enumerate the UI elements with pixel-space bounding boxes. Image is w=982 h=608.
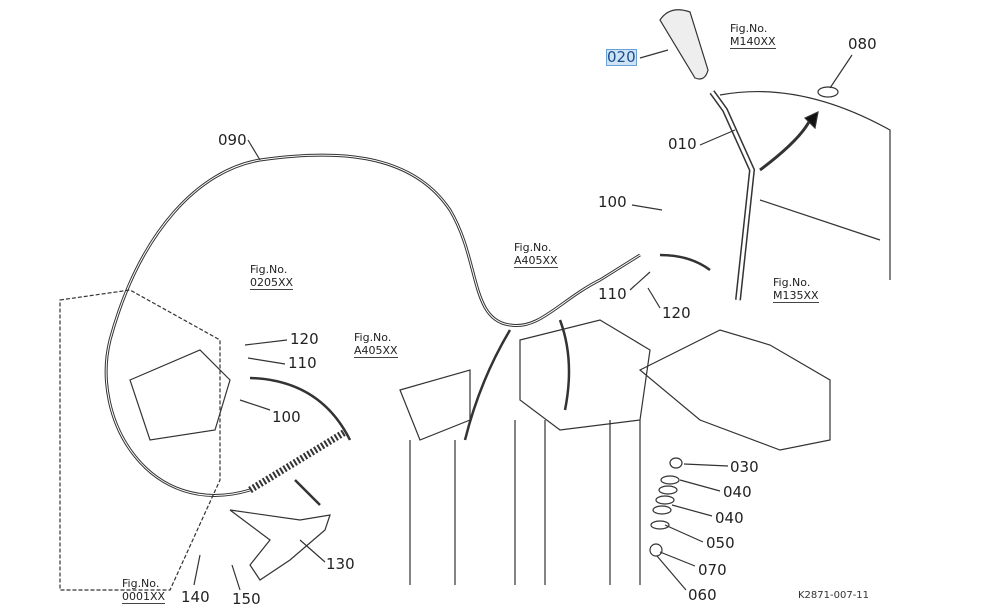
figure-ref-label: Fig.No. (730, 22, 768, 35)
callout-150[interactable]: 150 (232, 590, 261, 608)
figure-ref-0001xx[interactable]: Fig.No. 0001XX (122, 577, 166, 604)
engine-block (59, 289, 221, 591)
callout-010[interactable]: 010 (668, 135, 697, 153)
callout-020[interactable]: 020 (606, 48, 637, 66)
figure-ref-label: Fig.No. (514, 241, 552, 254)
callout-120[interactable]: 120 (662, 304, 691, 322)
callout-120[interactable]: 120 (290, 330, 319, 348)
callout-060[interactable]: 060 (688, 586, 717, 604)
figure-ref-number: A405XX (514, 254, 558, 268)
figure-ref-number: 0205XX (250, 276, 294, 290)
figure-ref-number: M135XX (773, 289, 819, 303)
callout-030[interactable]: 030 (730, 458, 759, 476)
callout-130[interactable]: 130 (326, 555, 355, 573)
figure-ref-number: A405XX (354, 344, 398, 358)
callout-050[interactable]: 050 (706, 534, 735, 552)
figure-ref-label: Fig.No. (122, 577, 160, 590)
figure-ref-m135xx[interactable]: Fig.No. M135XX (773, 276, 819, 303)
figure-ref-label: Fig.No. (250, 263, 288, 276)
callout-040[interactable]: 040 (723, 483, 752, 501)
callout-070[interactable]: 070 (698, 561, 727, 579)
callout-110[interactable]: 110 (288, 354, 317, 372)
figure-ref-a405xx[interactable]: Fig.No. A405XX (354, 331, 398, 358)
callout-140[interactable]: 140 (181, 588, 210, 606)
callout-080[interactable]: 080 (848, 35, 877, 53)
figure-ref-label: Fig.No. (773, 276, 811, 289)
callout-110[interactable]: 110 (598, 285, 627, 303)
cable-spring (248, 429, 347, 493)
figure-ref-a405xx[interactable]: Fig.No. A405XX (514, 241, 558, 268)
washer-080 (817, 86, 839, 98)
figure-ref-m140xx[interactable]: Fig.No. M140XX (730, 22, 776, 49)
bracket-m135 (638, 329, 831, 451)
callout-100[interactable]: 100 (272, 408, 301, 426)
callout-040[interactable]: 040 (715, 509, 744, 527)
figure-ref-number: M140XX (730, 35, 776, 49)
cable-090 (104, 153, 641, 497)
figure-ref-number: 0001XX (122, 590, 166, 604)
washer-stack (649, 457, 683, 557)
callout-100[interactable]: 100 (598, 193, 627, 211)
drawing-code: K2871-007-11 (798, 590, 870, 601)
figure-ref-label: Fig.No. (354, 331, 392, 344)
injection-pump (129, 349, 231, 441)
callout-090[interactable]: 090 (218, 131, 247, 149)
knob-020 (659, 9, 709, 80)
figure-ref-0205xx[interactable]: Fig.No. 0205XX (250, 263, 294, 290)
arm-130 (229, 509, 331, 581)
